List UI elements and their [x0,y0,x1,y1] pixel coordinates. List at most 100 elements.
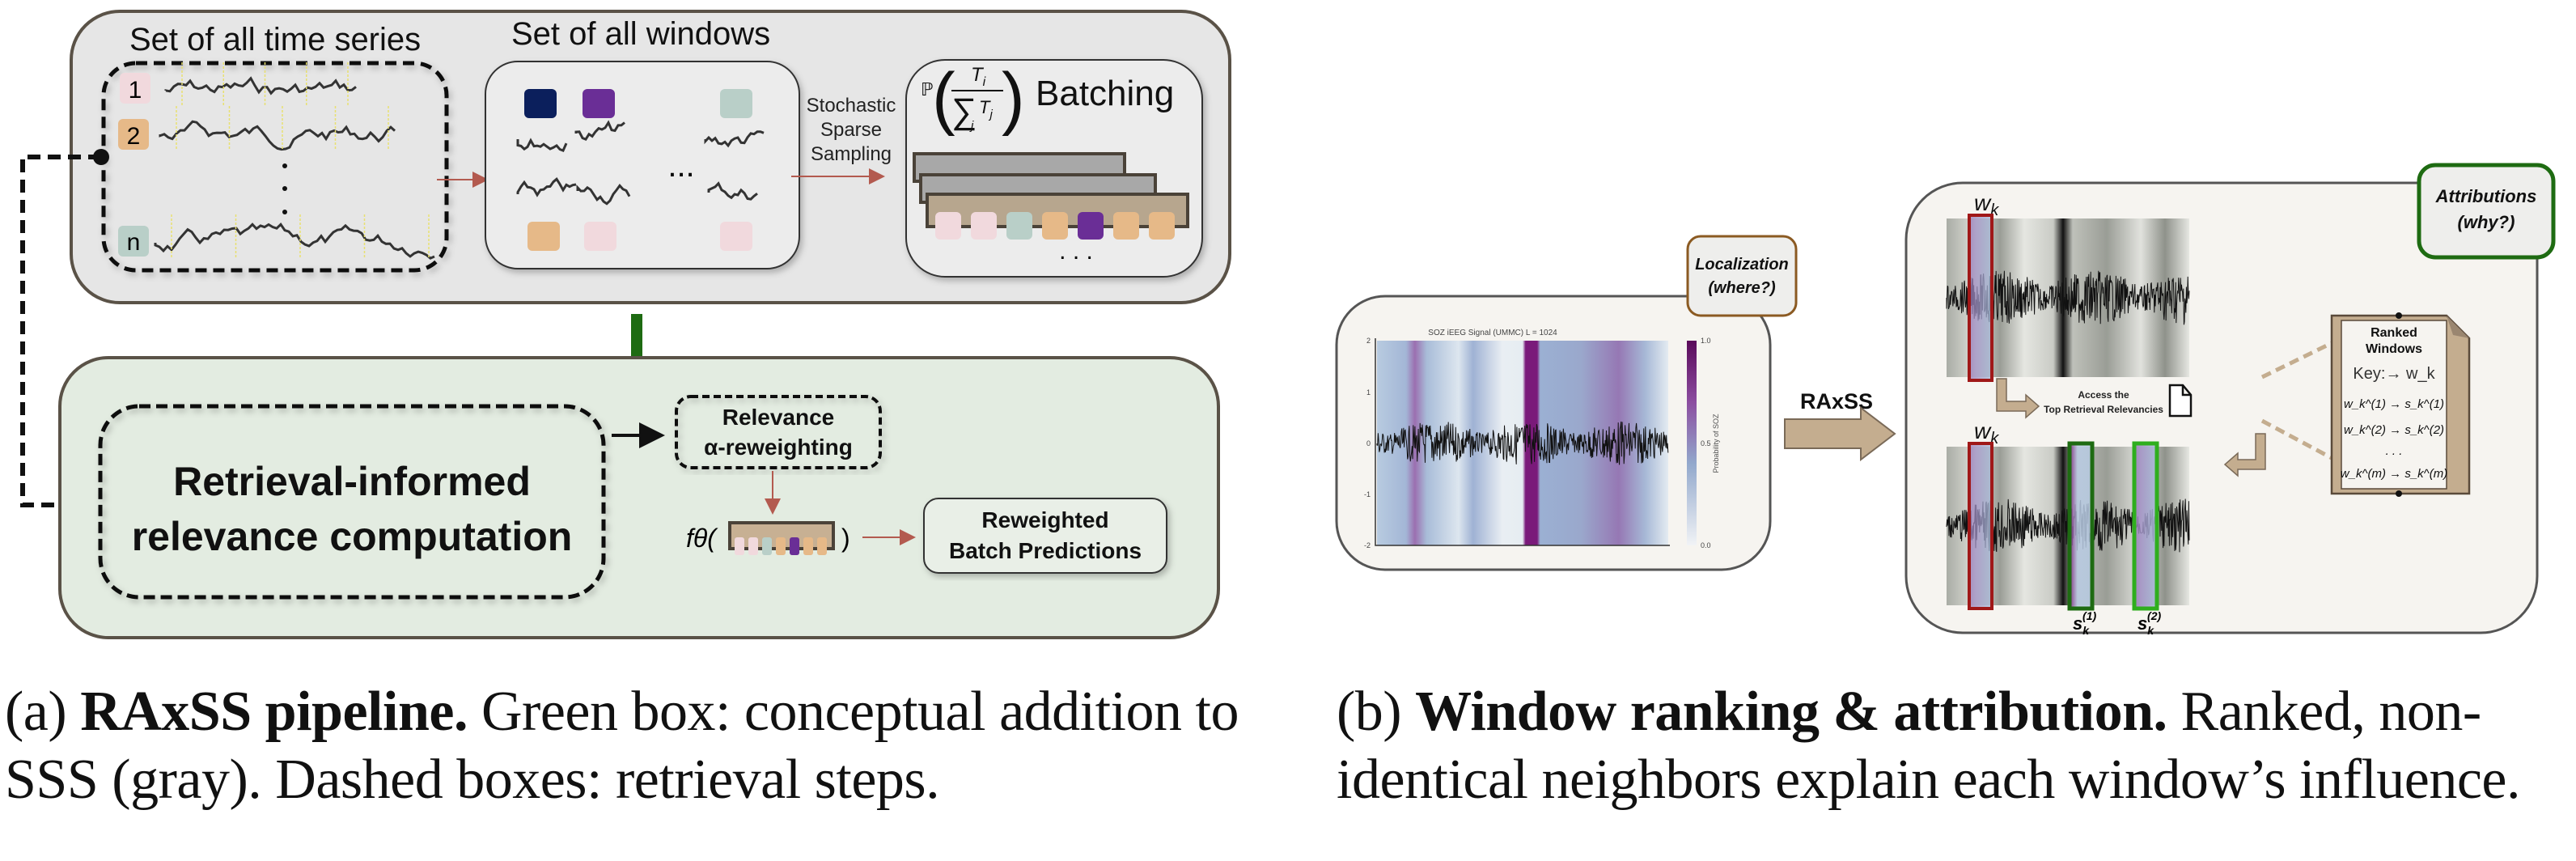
ranked-rows: w_k^(1) → s_k^(1) w_k^(2) → s_k^(2) . . … [2341,397,2447,481]
attributions-note [2417,163,2556,260]
panel-b-diagram: SOZ iEEG Signal (UMMC) L = 1024 2 1 0 -1… [1335,163,2556,637]
caption-a-bold: RAxSS pipeline. [80,681,468,743]
window-swatches [524,89,752,251]
return-arrow [2223,433,2266,477]
reweighting-box [675,395,882,469]
caption-b-prefix: (b) [1337,681,1416,743]
batch-swatch [1042,212,1068,240]
svg-text:(: ( [932,59,955,137]
svg-text:Access the: Access the [2078,389,2129,401]
svg-text:Relevance: Relevance [722,405,835,430]
model-batch-swatch [748,537,758,555]
raxss-arrow [1784,405,1896,462]
svg-text:w_k^(2) → s_k^(2): w_k^(2) → s_k^(2) [2344,423,2444,437]
predictions-label: Reweighted Batch Predictions [949,507,1142,563]
model-batch-swatch [735,537,744,555]
caption-b: (b) Window ranking & attribution. Ranked… [1337,678,2574,814]
batch-swatch [1149,212,1175,240]
caption-b-bold: Window ranking & attribution. [1415,681,2167,743]
batch-swatch [1113,212,1139,240]
query-window-highlight-top [1968,214,1993,382]
document-fold [2447,316,2469,338]
caption-b-text: Ranked, non-identical neighbors explain … [1337,681,2520,811]
neighbor-1-highlight [2067,441,2095,611]
series-set-box [101,61,449,273]
svg-text:j: j [969,119,974,133]
windows-ellipsis: ... [667,148,694,184]
vertical-dots [282,163,287,214]
window-lines [516,120,765,206]
svg-text:1.0: 1.0 [1701,337,1711,345]
probability-formula: ℙ ( Ti ∑ Tj j ) [921,59,1025,137]
ranked-connector-bottom [2260,418,2333,460]
neighbor-2-highlight [2132,441,2159,611]
doc-pin-bottom [2396,490,2402,497]
svg-text:Ranked: Ranked [2371,326,2417,340]
predictions-box [923,498,1167,574]
access-arrow [1996,378,2040,419]
windows-set-title: Set of all windows [511,16,770,52]
svg-text:-2: -2 [1364,541,1371,549]
reweighting-label: Relevance α-reweighting [704,405,853,460]
ranked-windows-page [2341,320,2447,490]
batching-label: Batching [1036,74,1174,113]
svg-text:-1: -1 [1364,490,1371,498]
series-label-2: 2 [118,119,149,150]
svg-text:2: 2 [1366,337,1371,345]
svg-text:ℙ: ℙ [921,79,933,100]
link-dot [93,149,109,165]
green-arrow-shaft [631,314,642,361]
ranked-connector-top [2260,341,2333,380]
caption-a: (a) RAxSS pipeline. Green box: conceptua… [5,678,1251,814]
svg-text:1: 1 [129,77,142,104]
colorbar-ticks: 1.0 0.5 0.0 [1701,337,1711,549]
plot-axes [1375,338,1670,546]
panel-a-diagram: Set of all time series 1 2 n Set of all … [20,10,1231,639]
batch-more-dots: . . . [1059,238,1093,265]
caption-a-prefix: (a) [5,681,81,743]
svg-text:Attributions: Attributions [2435,186,2537,206]
svg-text:Sampling: Sampling [811,143,892,165]
retrieval-dashed-link [20,155,101,507]
window-swatch [524,89,557,118]
colorbar-label: Probability of SOZ [1712,414,1720,473]
window-swatch [720,89,752,118]
svg-text:relevance computation: relevance computation [132,514,573,559]
retrieval-box [98,404,606,600]
svg-text:Stochastic: Stochastic [807,95,896,117]
series-label-1: 1 [120,73,150,104]
model-batch-swatches [735,537,827,555]
batch-swatch [971,212,997,240]
window-line [516,177,577,197]
ranked-key: Key:→ w_k [2353,365,2435,383]
series-label-n: n [118,226,149,257]
svg-text:Retrieval-informed: Retrieval-informed [173,459,531,504]
document-icon [2168,384,2193,418]
svg-text:Windows: Windows [2366,342,2422,356]
plot-y-ticks: 2 1 0 -1 -2 [1364,337,1371,549]
caption-a-text: Green box: conceptual addition to SSS (g… [5,681,1239,811]
attributions-note-text: Attributions (why?) [2435,186,2537,232]
window-line [516,138,568,153]
window-swatch [584,222,616,251]
time-series-line [154,222,435,260]
time-series-line [164,76,357,95]
model-batch-swatch [790,537,799,555]
batch-swatches [935,212,1175,240]
svg-text:Localization: Localization [1695,256,1789,274]
svg-text:0.0: 0.0 [1701,541,1711,549]
svg-text:n: n [127,229,141,256]
svg-text:1: 1 [1366,388,1371,397]
doc-pin-top [2396,312,2402,319]
svg-text:(why?): (why?) [2458,212,2515,232]
window-line [576,184,631,206]
eeg-signal [1376,421,1669,465]
svg-text:Sparse: Sparse [820,119,882,141]
svg-text:. . .: . . . [2386,444,2403,458]
time-series-lines [154,62,435,260]
window-line [704,130,765,148]
svg-text:w_k^(m) → s_k^(m): w_k^(m) → s_k^(m) [2341,467,2447,481]
sampling-label: Stochastic Sparse Sampling [807,95,896,165]
retrieval-box-label: Retrieval-informed relevance computation [132,459,573,559]
ranked-title: Ranked Windows [2366,326,2422,356]
